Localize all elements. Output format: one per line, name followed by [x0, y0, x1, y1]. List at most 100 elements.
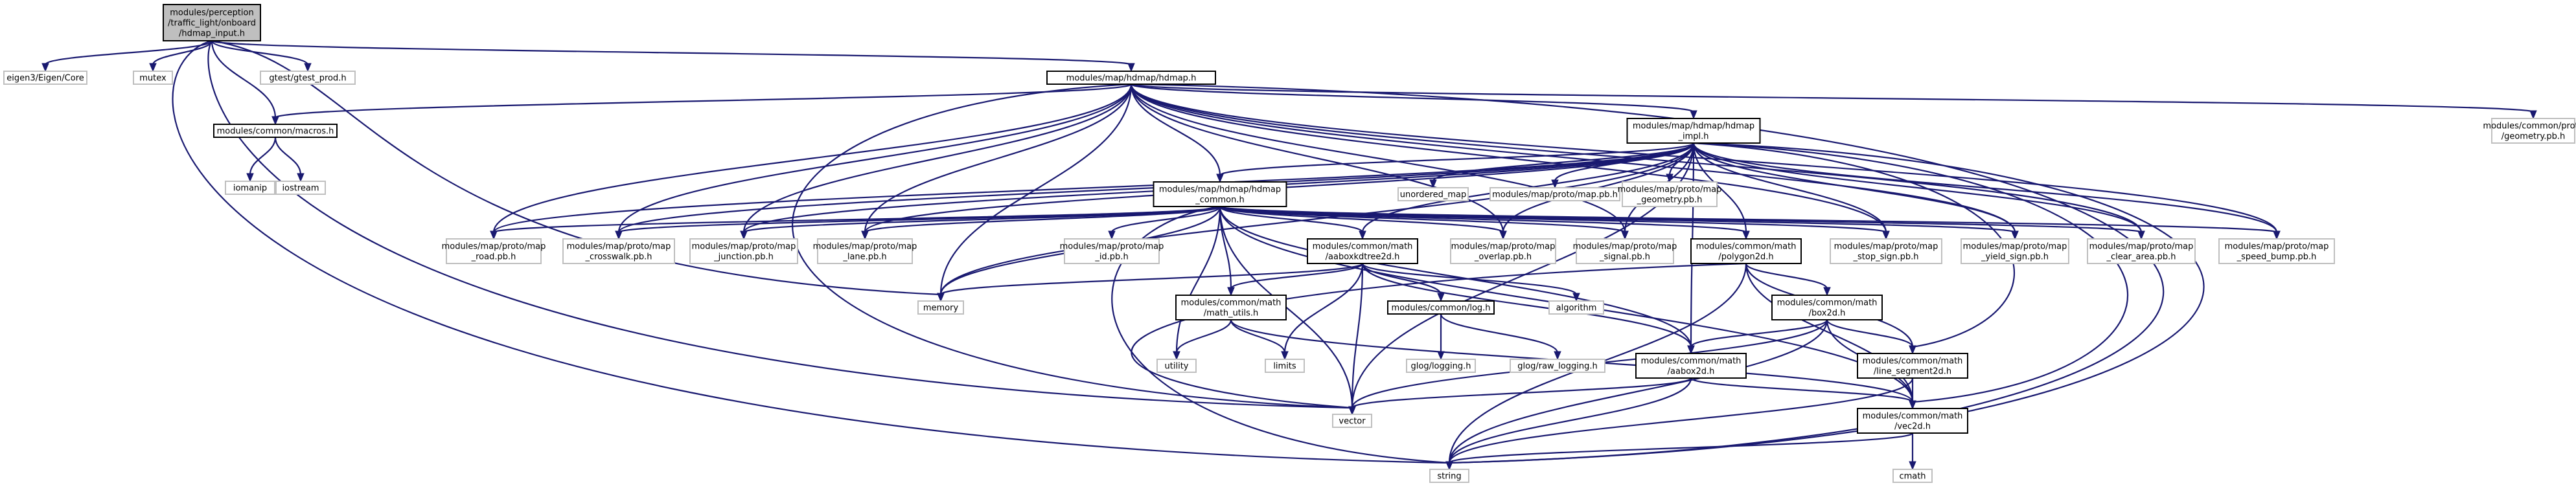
node-mutex[interactable]: mutex: [133, 71, 173, 85]
node-box: [1548, 300, 1604, 315]
node-aaboxkdtree[interactable]: modules/common/math/aaboxkdtree2d.h: [1307, 238, 1418, 264]
node-label: string: [1437, 472, 1461, 482]
node-label: modules/map/hdmap/hdmap: [1633, 122, 1754, 131]
node-label: modules/common/math: [1696, 242, 1797, 252]
node-utility[interactable]: utility: [1156, 359, 1197, 373]
node-math-utils[interactable]: modules/common/math/math_utils.h: [1175, 295, 1287, 320]
node-clear-area-pb[interactable]: modules/map/proto/map_clear_area.pb.h: [2087, 238, 2196, 264]
node-aabox2d[interactable]: modules/common/math/aabox2d.h: [1635, 353, 1747, 379]
node-map-pb[interactable]: modules/map/proto/map.pb.h: [1489, 187, 1620, 201]
node-road-pb[interactable]: modules/map/proto/map_road.pb.h: [442, 238, 546, 264]
node-map-geometry-pb[interactable]: modules/map/proto/map_geometry.pb.h: [1618, 181, 1722, 207]
arrowhead-icon: [861, 230, 869, 240]
edge-line: [492, 84, 1133, 233]
node-label: /vec2d.h: [1894, 422, 1931, 432]
arrowhead-icon: [1173, 351, 1180, 361]
edge-line: [207, 40, 1353, 409]
node-label: modules/map/proto/map: [1451, 242, 1556, 252]
dependency-edge: [1219, 205, 2281, 240]
dependency-edge: [1130, 83, 2537, 120]
node-yield-sign-pb[interactable]: modules/map/proto/map_yield_sign.pb.h: [1961, 238, 2069, 264]
edge-line: [617, 84, 1133, 233]
node-line-segment2d[interactable]: modules/common/math/line_segment2d.h: [1857, 353, 1968, 379]
edge-line: [1692, 142, 2278, 233]
node-label: _speed_bump.pb.h: [2237, 252, 2317, 262]
node-hdmap-common[interactable]: modules/map/hdmap/hdmap_common.h: [1153, 181, 1287, 207]
arrowhead-icon: [740, 230, 748, 240]
node-glog-logging[interactable]: glog/logging.h: [1406, 359, 1476, 373]
node-box: [213, 124, 338, 138]
node-crosswalk-pb[interactable]: modules/map/proto/map_crosswalk.pb.h: [562, 238, 675, 264]
node-cmath[interactable]: cmath: [1892, 469, 1933, 483]
node-junction-pb[interactable]: modules/map/proto/map_junction.pb.h: [689, 238, 798, 264]
edge-line: [274, 137, 302, 175]
edge-line: [1130, 84, 1221, 176]
node-label: modules/map/proto/map: [1963, 242, 2067, 252]
node-box: [1332, 414, 1372, 428]
node-polygon2d[interactable]: modules/common/math/polygon2d.h: [1690, 238, 1802, 264]
node-log-h[interactable]: modules/common/log.h: [1387, 300, 1495, 315]
edge-line: [864, 84, 1133, 233]
dependency-edge: [274, 137, 305, 183]
node-memory[interactable]: memory: [917, 300, 964, 315]
node-overlap-pb[interactable]: modules/map/proto/map_overlap.pb.h: [1450, 238, 1556, 264]
node-box: [1830, 238, 1942, 264]
node-box: [1690, 238, 1802, 264]
dependency-edge: [1687, 319, 1828, 355]
node-speed-bump-pb[interactable]: modules/map/proto/map_speed_bump.pb.h: [2218, 238, 2335, 264]
node-geometry-pb[interactable]: modules/common/proto/geometry.pb.h: [2483, 118, 2576, 144]
node-glog-raw[interactable]: glog/raw_logging.h: [1510, 359, 1605, 373]
edge-line: [742, 84, 1133, 233]
node-box: [1857, 353, 1968, 379]
node-label: _stop_sign.pb.h: [1853, 252, 1919, 262]
node-label: unordered_map: [1400, 190, 1467, 200]
edge-line: [1131, 83, 2165, 464]
node-label: modules/map/proto/map: [1834, 242, 1938, 252]
dependency-edge: [1108, 206, 1221, 240]
node-stop-sign-pb[interactable]: modules/map/proto/map_stop_sign.pb.h: [1830, 238, 1942, 264]
node-box: [917, 300, 964, 315]
arrowhead-icon: [937, 293, 945, 302]
node-box: [2491, 118, 2575, 144]
node-lane-pb[interactable]: modules/map/proto/map_lane.pb.h: [813, 238, 917, 264]
node-label: _id.pb.h: [1094, 252, 1128, 262]
edge-line: [939, 142, 1695, 295]
node-string[interactable]: string: [1429, 469, 1469, 483]
node-limits[interactable]: limits: [1265, 359, 1305, 373]
node-eigen[interactable]: eigen3/Eigen/Core: [3, 71, 87, 85]
node-algorithm[interactable]: algorithm: [1548, 300, 1604, 315]
edge-line: [44, 39, 213, 66]
node-label: glog/logging.h: [1411, 362, 1471, 372]
arrowhead-icon: [1227, 287, 1235, 296]
edge-line: [1745, 263, 1828, 289]
node-label: utility: [1165, 362, 1189, 372]
arrowhead-icon: [304, 63, 312, 73]
dependency-edge: [1219, 206, 1366, 240]
node-label: cmath: [1899, 472, 1926, 482]
node-box: [1175, 295, 1287, 320]
node-box2d[interactable]: modules/common/math/box2d.h: [1771, 295, 1883, 320]
arrowhead-icon: [1437, 351, 1445, 361]
node-gtest-prod[interactable]: gtest/gtest_prod.h: [260, 71, 356, 85]
node-box: [260, 71, 356, 85]
node-signal-pb[interactable]: modules/map/proto/map_signal.pb.h: [1573, 238, 1677, 264]
node-id-pb[interactable]: modules/map/proto/map_id.pb.h: [1060, 238, 1164, 264]
node-label: _geometry.pb.h: [1637, 196, 1703, 205]
node-label: modules/map/proto/map.pb.h: [1492, 190, 1618, 200]
node-macros[interactable]: modules/common/macros.h: [213, 124, 338, 138]
node-hdmap-impl[interactable]: modules/map/hdmap/hdmap_impl.h: [1626, 118, 1761, 144]
arrowhead-icon: [149, 63, 157, 73]
edge-line: [1175, 319, 1232, 353]
dependency-edge: [1909, 433, 1916, 471]
node-iostream[interactable]: iostream: [275, 181, 326, 195]
arrowhead-icon: [2137, 230, 2145, 240]
dependency-edge: [41, 39, 213, 73]
node-vector[interactable]: vector: [1332, 414, 1372, 428]
node-label: _yield_sign.pb.h: [1981, 252, 2049, 262]
node-vec2d[interactable]: modules/common/math/vec2d.h: [1857, 408, 1968, 434]
node-unordered-map[interactable]: unordered_map: [1397, 187, 1469, 201]
node-iomanip[interactable]: iomanip: [225, 181, 275, 195]
node-label: iomanip: [233, 184, 267, 194]
node-root[interactable]: modules/perception/traffic_light/onboard…: [163, 4, 261, 41]
node-hdmap-h[interactable]: modules/map/hdmap/hdmap.h: [1046, 71, 1216, 85]
